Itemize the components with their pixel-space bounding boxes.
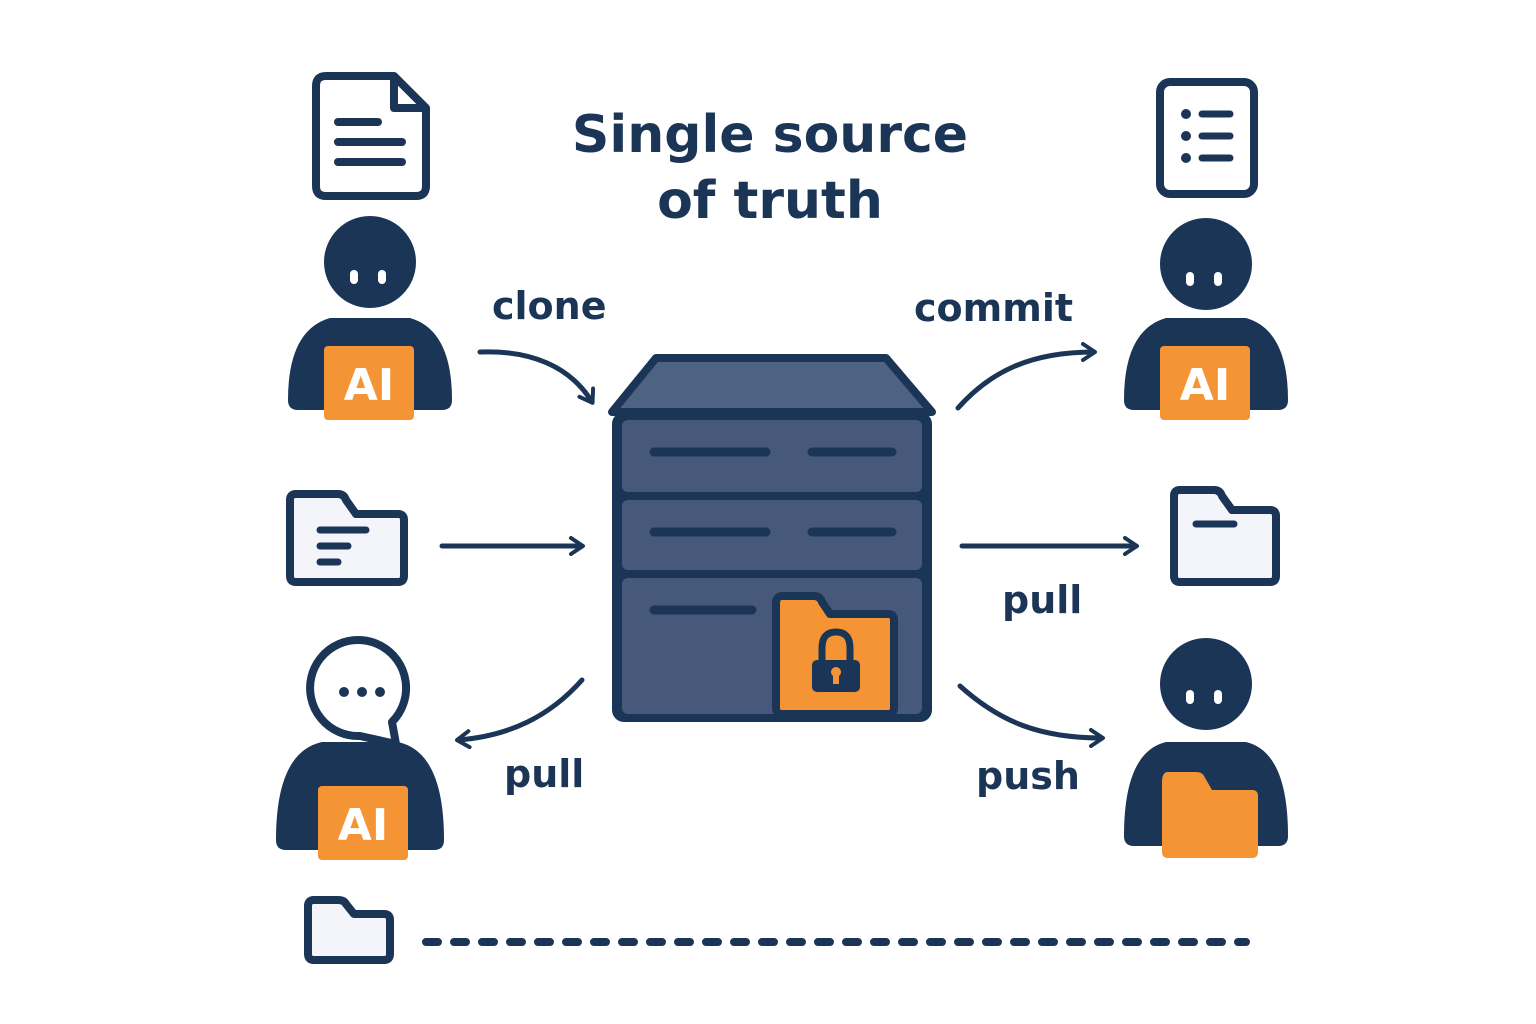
title-line-2: of truth <box>657 171 883 231</box>
folder-icon-left <box>286 490 408 586</box>
folder-icon-right <box>1170 486 1280 586</box>
commit-arrow <box>955 342 1097 411</box>
speech-bubble-icon <box>306 636 411 748</box>
pull-label-left: pull <box>504 752 585 796</box>
push-label: push <box>976 754 1080 798</box>
clone-arrow <box>477 349 596 405</box>
folder-icon <box>1162 772 1258 858</box>
person-bottom-right <box>1124 638 1288 858</box>
clone-label: clone <box>492 284 607 328</box>
pull-left-arrow <box>455 677 585 750</box>
ai-person-top-left: AI <box>288 216 452 420</box>
locked-folder <box>772 592 898 718</box>
pull-label-right: pull <box>1002 578 1083 622</box>
folder-icon-bottom <box>304 896 394 964</box>
lock-icon <box>812 628 860 692</box>
ai-person-bottom-left: AI <box>276 742 444 860</box>
document-icon <box>312 72 430 200</box>
ai-badge-top-left: AI <box>344 360 394 411</box>
ai-person-top-right: AI <box>1124 218 1288 420</box>
commit-label: commit <box>914 286 1074 330</box>
diagram-title: Single source of truth <box>520 102 1020 234</box>
ai-badge-bottom-left: AI <box>338 800 388 851</box>
push-arrow <box>957 683 1105 748</box>
list-document-icon <box>1156 78 1258 198</box>
ai-badge-top-right: AI <box>1180 360 1230 411</box>
title-line-1: Single source <box>571 105 969 165</box>
